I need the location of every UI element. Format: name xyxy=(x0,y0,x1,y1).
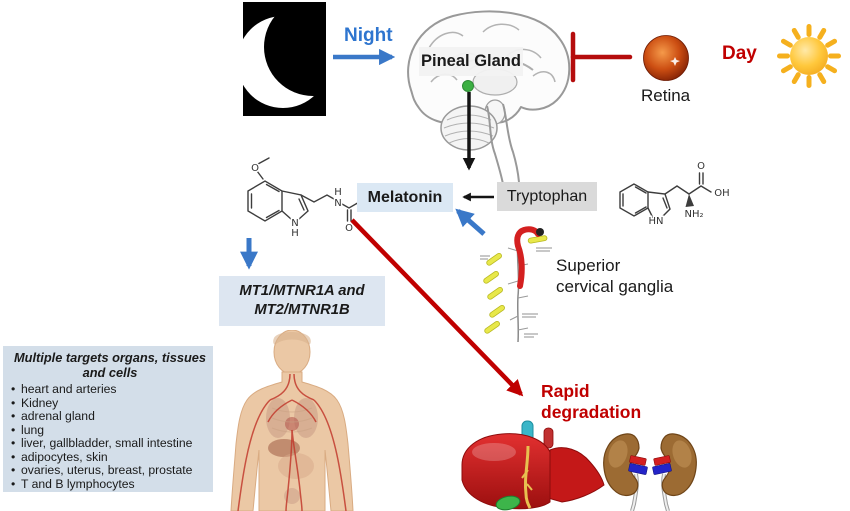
degradation-line1: Rapid xyxy=(541,381,590,401)
melatonin-ring-n: N xyxy=(291,218,298,229)
target-item: heart and arteries xyxy=(11,382,209,397)
tryptophan-carboxyl-o: O xyxy=(697,161,705,172)
melatonin-amide-n: N xyxy=(334,198,341,209)
target-item: adipocytes, skin xyxy=(11,450,209,465)
retina-inhibition-tbar xyxy=(570,31,633,83)
liver-illustration xyxy=(461,420,605,511)
targets-title-line2: and cells xyxy=(82,365,138,380)
crescent-moon-icon xyxy=(243,2,326,116)
melatonin-structure: O N H H N O xyxy=(247,157,362,240)
melatonin-amide-h: H xyxy=(334,187,342,198)
rapid-degradation-label: Rapid degradation xyxy=(541,381,641,423)
target-item: T and B lymphocytes xyxy=(11,477,209,492)
sagittal-brain-illustration xyxy=(407,10,571,185)
target-item: liver, gallbladder, small intestine xyxy=(11,436,209,451)
day-label: Day xyxy=(722,43,757,64)
pineal-gland-label: Pineal Gland xyxy=(419,47,523,76)
retina-label: Retina xyxy=(641,86,691,105)
targets-title: Multiple targets organs, tissues and cel… xyxy=(11,350,209,380)
tryptophan-label: Tryptophan xyxy=(497,182,597,211)
sun-icon xyxy=(777,24,841,88)
targets-list: heart and arteries Kidney adrenal gland … xyxy=(11,382,209,492)
tryptophan-ring-hn: HN xyxy=(649,216,664,227)
scg-label-line1: Superior xyxy=(556,256,621,275)
target-item: ovaries, uterus, breast, prostate xyxy=(11,463,209,478)
melatonin-ring-h: H xyxy=(291,228,299,239)
human-body-anatomy-illustration xyxy=(230,330,354,511)
scg-label: Superior cervical ganglia xyxy=(556,255,673,297)
superior-cervical-ganglia-illustration xyxy=(480,226,552,343)
multiple-targets-box: Multiple targets organs, tissues and cel… xyxy=(3,346,213,492)
retina-eyeball-icon xyxy=(643,35,689,81)
degradation-line2: degradation xyxy=(541,402,642,422)
pineal-gland-dot xyxy=(462,80,474,92)
tryptophan-amine-nh2: NH₂ xyxy=(684,209,703,220)
melatonin-receptors-box: MT1/MTNR1A and MT2/MTNR1B xyxy=(219,276,385,326)
melatonin-carbonyl-o: O xyxy=(345,223,353,234)
target-item: adrenal gland xyxy=(11,409,209,424)
scg-label-line2: cervical ganglia xyxy=(556,277,674,296)
night-label: Night xyxy=(344,25,393,46)
target-item: Kidney xyxy=(11,396,209,411)
melatonin-methoxy-o: O xyxy=(251,163,259,174)
targets-title-line1: Multiple targets organs, tissues xyxy=(14,350,206,365)
melatonin-label: Melatonin xyxy=(357,183,453,212)
tryptophan-structure: HN O OH NH₂ xyxy=(619,160,731,229)
kidneys-illustration xyxy=(603,433,697,511)
receptors-line2: MT2/MTNR1B xyxy=(254,302,350,318)
tryptophan-hydroxyl-oh: OH xyxy=(714,188,729,199)
receptors-line1: MT1/MTNR1A and xyxy=(239,283,365,299)
stereo-wedge xyxy=(685,194,694,207)
target-item: lung xyxy=(11,423,209,438)
